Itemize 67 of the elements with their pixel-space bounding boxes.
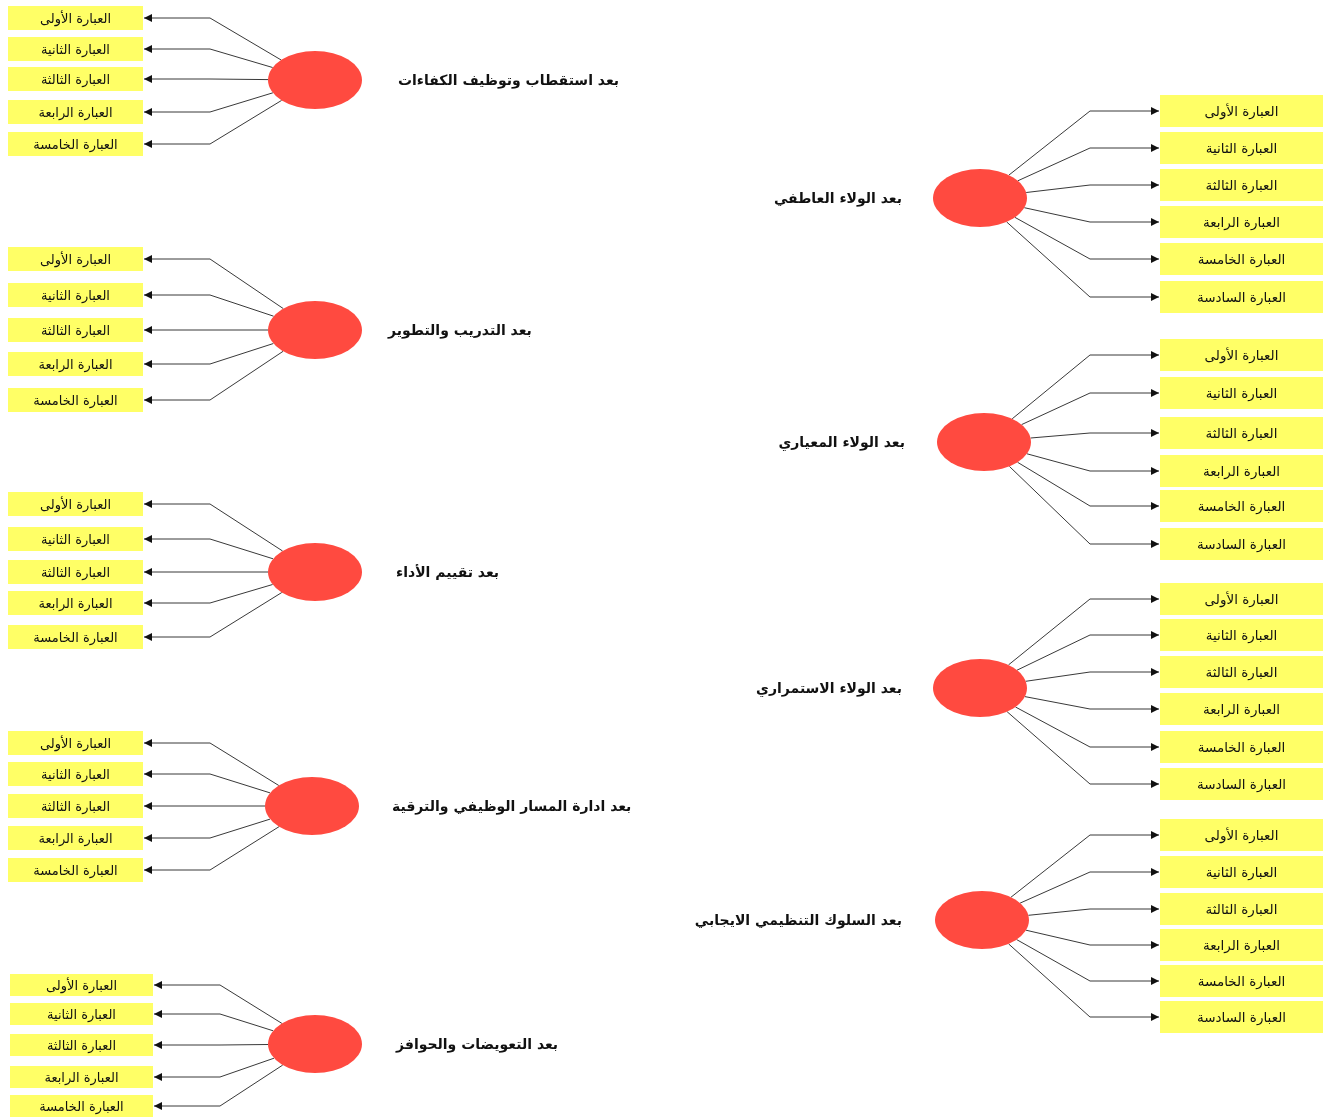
factor-label: بعد السلوك التنظيمي الايجابي (694, 912, 902, 928)
item-box: العبارة الثانية (8, 37, 143, 61)
item-box: العبارة الأولى (8, 6, 143, 30)
item-box: العبارة الخامسة (8, 388, 143, 412)
item-box: العبارة الأولى (1160, 95, 1323, 127)
latent-variable-circle (268, 51, 362, 109)
item-box: العبارة الرابعة (8, 826, 143, 850)
item-box: العبارة الخامسة (10, 1095, 153, 1117)
item-box: العبارة الثانية (8, 283, 143, 307)
item-box: العبارة الرابعة (1160, 455, 1323, 487)
latent-variable-circle (937, 413, 1031, 471)
latent-variable-circle (935, 891, 1029, 949)
latent-variable-circle (265, 777, 359, 835)
item-box: العبارة الأولى (1160, 339, 1323, 371)
item-box: العبارة الثالثة (10, 1034, 153, 1056)
item-box: العبارة الأولى (8, 492, 143, 516)
item-box: العبارة الثالثة (1160, 893, 1323, 925)
item-box: العبارة الثالثة (1160, 417, 1323, 449)
item-box: العبارة السادسة (1160, 528, 1323, 560)
item-box: العبارة الثالثة (1160, 169, 1323, 201)
item-box: العبارة الثالثة (8, 318, 143, 342)
item-box: العبارة الثانية (1160, 619, 1323, 651)
factor-label: بعد ادارة المسار الوظيفي والترقية (392, 798, 632, 814)
latent-variable-circle (933, 169, 1027, 227)
item-box: العبارة الخامسة (8, 132, 143, 156)
latent-variable-circle (268, 301, 362, 359)
item-box: العبارة الثانية (1160, 132, 1323, 164)
item-box: العبارة الرابعة (1160, 929, 1323, 961)
item-box: العبارة الثانية (1160, 377, 1323, 409)
item-box: العبارة الرابعة (8, 591, 143, 615)
item-box: العبارة الخامسة (1160, 490, 1323, 522)
factor-label: بعد التدريب والتطوير (388, 322, 532, 338)
item-box: العبارة الخامسة (8, 858, 143, 882)
item-box: العبارة السادسة (1160, 768, 1323, 800)
latent-variable-circle (268, 543, 362, 601)
item-box: العبارة الثانية (8, 762, 143, 786)
item-box: العبارة الرابعة (8, 100, 143, 124)
item-box: العبارة الخامسة (1160, 965, 1323, 997)
item-box: العبارة الثالثة (8, 560, 143, 584)
item-box: العبارة الأولى (1160, 819, 1323, 851)
item-box: العبارة الخامسة (1160, 731, 1323, 763)
item-box: العبارة الرابعة (8, 352, 143, 376)
factor-label: بعد الولاء العاطفي (773, 190, 902, 206)
item-box: العبارة الخامسة (8, 625, 143, 649)
factor-label: بعد الولاء الاستمراري (756, 680, 902, 696)
item-box: العبارة الثانية (1160, 856, 1323, 888)
factor-label: بعد استقطاب وتوظيف الكفاءات (398, 72, 620, 88)
item-box: العبارة الأولى (10, 974, 153, 996)
item-box: العبارة الخامسة (1160, 243, 1323, 275)
item-box: العبارة الثانية (8, 527, 143, 551)
item-box: العبارة الثالثة (8, 67, 143, 91)
item-box: العبارة الثالثة (1160, 656, 1323, 688)
item-box: العبارة الرابعة (10, 1066, 153, 1088)
factor-label: بعد تقييم الأداء (396, 564, 500, 580)
item-box: العبارة الثانية (10, 1003, 153, 1025)
factor-label: بعد التعويضات والحوافز (396, 1036, 559, 1052)
item-box: العبارة السادسة (1160, 1001, 1323, 1033)
latent-variable-circle (933, 659, 1027, 717)
item-box: العبارة الرابعة (1160, 206, 1323, 238)
factor-label: بعد الولاء المعياري (778, 434, 905, 450)
item-box: العبارة الثالثة (8, 794, 143, 818)
item-box: العبارة الرابعة (1160, 693, 1323, 725)
item-box: العبارة الأولى (1160, 583, 1323, 615)
item-box: العبارة الأولى (8, 731, 143, 755)
item-box: العبارة الأولى (8, 247, 143, 271)
latent-variable-circle (268, 1015, 362, 1073)
item-box: العبارة السادسة (1160, 281, 1323, 313)
